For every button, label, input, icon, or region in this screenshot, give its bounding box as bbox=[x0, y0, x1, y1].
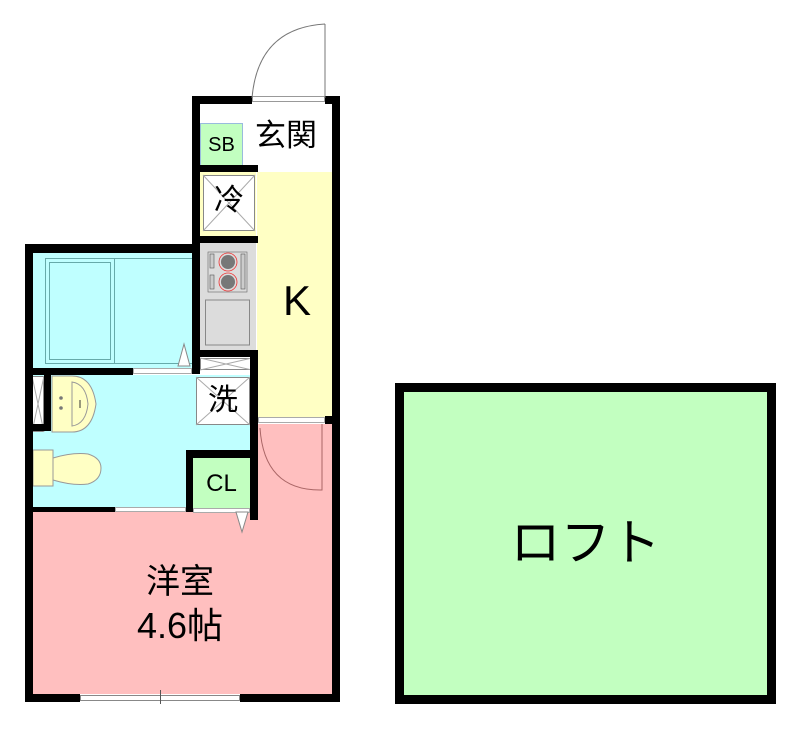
entrance-door-swing[interactable] bbox=[251, 20, 332, 100]
bathroom-area bbox=[33, 253, 193, 368]
storage-x-icon bbox=[199, 357, 253, 371]
washroom-door-opening bbox=[115, 507, 186, 512]
entrance-door-opening bbox=[252, 96, 325, 102]
wall bbox=[25, 244, 33, 702]
western-room-size: 4.6帖 bbox=[136, 605, 224, 646]
wall bbox=[186, 450, 193, 512]
washbasin-icon bbox=[51, 375, 97, 433]
wall bbox=[240, 694, 340, 702]
loft-label: ロフト bbox=[510, 514, 661, 572]
wall bbox=[25, 368, 33, 428]
bathtub-icon bbox=[45, 258, 115, 364]
kitchen-label: K bbox=[282, 277, 311, 324]
wall bbox=[25, 694, 80, 702]
closet-cover bbox=[193, 458, 250, 510]
wall bbox=[192, 244, 200, 374]
shoe-box bbox=[200, 123, 243, 167]
bath-step-line bbox=[115, 258, 193, 364]
closet-label: CL bbox=[206, 470, 237, 497]
bathtub-inner bbox=[49, 262, 111, 360]
western-room-label: 洋室 bbox=[146, 562, 214, 602]
toilet-icon bbox=[32, 449, 102, 487]
wall bbox=[33, 368, 133, 375]
sliding-door-arrow-icon bbox=[235, 511, 249, 534]
storage-x-icon-left bbox=[31, 375, 45, 433]
wall bbox=[192, 96, 252, 104]
wall bbox=[250, 350, 258, 520]
washer-label: 洗 bbox=[208, 383, 238, 418]
wall bbox=[192, 350, 258, 357]
shoe-box-label: SB bbox=[208, 134, 235, 156]
wall bbox=[200, 165, 258, 172]
wall bbox=[192, 96, 200, 254]
sliding-door-arrow-icon bbox=[177, 342, 191, 367]
refrigerator-icon bbox=[202, 174, 256, 232]
bath-door-opening bbox=[133, 368, 192, 374]
wall bbox=[25, 244, 200, 253]
wall bbox=[325, 416, 340, 424]
wall bbox=[33, 424, 51, 431]
wall bbox=[200, 236, 258, 243]
loft-area bbox=[395, 383, 776, 704]
closet-door-opening bbox=[193, 508, 250, 513]
washer-icon bbox=[195, 376, 251, 426]
kitchen-area bbox=[257, 172, 332, 417]
room-door-swing[interactable] bbox=[258, 424, 328, 492]
wall bbox=[332, 96, 340, 702]
wall bbox=[44, 375, 51, 431]
stove-icon bbox=[205, 251, 250, 346]
window-sash-mark bbox=[160, 690, 161, 704]
wall bbox=[33, 507, 115, 512]
western-room-upper-left bbox=[33, 510, 258, 530]
kitchen-room-divider bbox=[258, 417, 325, 423]
wall bbox=[186, 450, 250, 458]
entrance-label: 玄関 bbox=[255, 118, 317, 154]
refrigerator-label: 冷 bbox=[214, 183, 244, 218]
